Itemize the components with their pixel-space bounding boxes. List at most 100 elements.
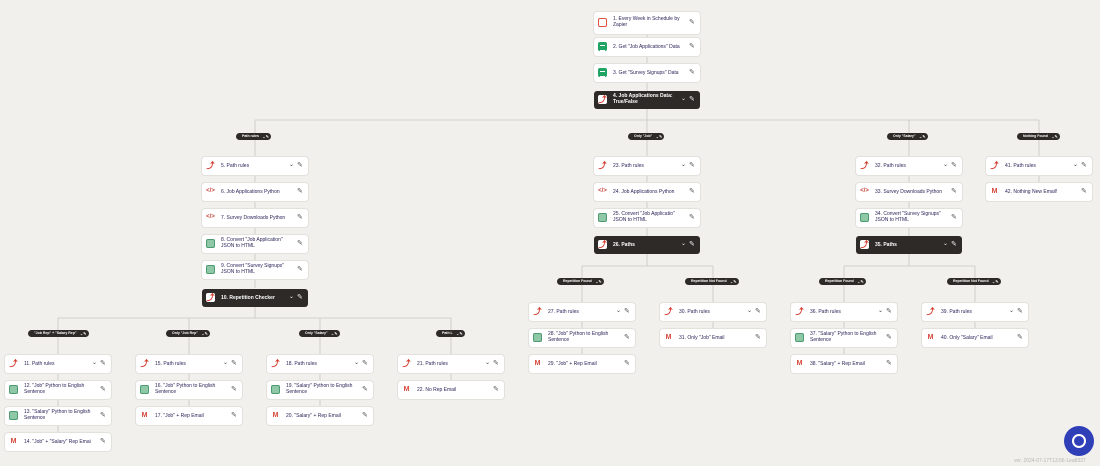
edit-pencil-icon[interactable]: ✎ <box>689 214 695 221</box>
step-14[interactable]: M 14. "Job" + "Salary" Rep Email ✎ <box>5 433 111 451</box>
chevron-pencil-icon[interactable]: ⌄✎ <box>729 279 737 284</box>
chevron-down-icon[interactable]: ⌄ <box>680 162 686 168</box>
edit-pencil-icon[interactable]: ✎ <box>231 412 237 419</box>
edit-pencil-icon[interactable]: ✎ <box>689 19 695 26</box>
edit-pencil-icon[interactable]: ✎ <box>297 240 303 247</box>
chevron-down-icon[interactable]: ⌄ <box>288 294 294 300</box>
step-29[interactable]: M 29. "Job" + Rep Email ✎ <box>529 355 635 373</box>
step-38[interactable]: M 38. "Salary" + Rep Email ✎ <box>791 355 897 373</box>
step-17[interactable]: M 17. "Job" + Rep Email ✎ <box>136 407 242 425</box>
step-40[interactable]: M 40. Only "Salary" Email ✎ <box>922 329 1028 347</box>
chevron-down-icon[interactable]: ⌄ <box>680 96 686 102</box>
chevron-down-icon[interactable]: ⌄ <box>877 308 883 314</box>
chevron-pencil-icon[interactable]: ⌄✎ <box>456 331 463 336</box>
step-36[interactable]: ⤴ 36. Path rules ⌄ ✎ <box>791 303 897 321</box>
edit-pencil-icon[interactable]: ✎ <box>624 334 630 341</box>
edit-pencil-icon[interactable]: ✎ <box>100 386 106 393</box>
edit-pencil-icon[interactable]: ✎ <box>100 360 106 367</box>
edit-pencil-icon[interactable]: ✎ <box>100 412 106 419</box>
edit-pencil-icon[interactable]: ✎ <box>886 308 892 315</box>
edit-pencil-icon[interactable]: ✎ <box>362 412 368 419</box>
edit-pencil-icon[interactable]: ✎ <box>231 386 237 393</box>
edit-pencil-icon[interactable]: ✎ <box>951 214 957 221</box>
step-1[interactable]: 1. Every Week in Schedule by Zapier ✎ <box>594 12 700 34</box>
chevron-pencil-icon[interactable]: ⌄✎ <box>1051 134 1058 139</box>
branch-pill[interactable]: Repetition Not Found⌄✎ <box>947 278 1001 285</box>
step-30[interactable]: ⤴ 30. Path rules ⌄ ✎ <box>660 303 766 321</box>
edit-pencil-icon[interactable]: ✎ <box>689 188 695 195</box>
step-6[interactable]: </> 6. Job Applications Python ✎ <box>202 183 308 201</box>
branch-pill[interactable]: Repetition Found⌄✎ <box>557 278 604 285</box>
step-28[interactable]: 28. "Job" Python to English Sentence ✎ <box>529 329 635 347</box>
step-32[interactable]: ⤴ 32. Path rules ⌄ ✎ <box>856 157 962 175</box>
branch-pill[interactable]: Only "Job"⌄✎ <box>628 133 665 140</box>
step-33[interactable]: </> 33. Survey Downloads Python ✎ <box>856 183 962 201</box>
step-7[interactable]: </> 7. Survey Downloads Python ✎ <box>202 209 308 227</box>
step-2[interactable]: 2. Get "Job Applications" Data ✎ <box>594 38 700 56</box>
step-31[interactable]: M 31. Only "Job" Email ✎ <box>660 329 766 347</box>
chevron-down-icon[interactable]: ⌄ <box>222 360 228 366</box>
chevron-pencil-icon[interactable]: ⌄✎ <box>918 134 926 139</box>
edit-pencil-icon[interactable]: ✎ <box>362 386 368 393</box>
chevron-down-icon[interactable]: ⌄ <box>1072 162 1078 168</box>
branch-pill[interactable]: Only "Job Rep"⌄✎ <box>166 330 210 337</box>
edit-pencil-icon[interactable]: ✎ <box>297 188 303 195</box>
branch-pill[interactable]: Path L⌄✎ <box>436 330 465 337</box>
step-16[interactable]: 16. "Job" Python to English Sentence ✎ <box>136 381 242 399</box>
chevron-down-icon[interactable]: ⌄ <box>746 308 752 314</box>
edit-pencil-icon[interactable]: ✎ <box>689 162 695 169</box>
chevron-down-icon[interactable]: ⌄ <box>353 360 359 366</box>
step-9[interactable]: 9. Convert "Survey Signups" JSON to HTML… <box>202 261 308 279</box>
edit-pencil-icon[interactable]: ✎ <box>755 308 761 315</box>
branch-pill[interactable]: "Job Rep" + "Salary Rep"⌄✎ <box>28 330 89 337</box>
chevron-down-icon[interactable]: ⌄ <box>1008 308 1014 314</box>
edit-pencil-icon[interactable]: ✎ <box>755 334 761 341</box>
step-18[interactable]: ⤴ 18. Path rules ⌄ ✎ <box>267 355 373 373</box>
edit-pencil-icon[interactable]: ✎ <box>624 360 630 367</box>
step-41[interactable]: ⤴ 41. Path rules ⌄ ✎ <box>986 157 1092 175</box>
branch-pill[interactable]: Repetition Found⌄✎ <box>819 278 866 285</box>
step-20[interactable]: M 20. "Salary" + Rep Email ✎ <box>267 407 373 425</box>
step-8[interactable]: 8. Convert "Job Application" JSON to HTM… <box>202 235 308 253</box>
chevron-pencil-icon[interactable]: ⌄✎ <box>655 134 663 139</box>
step-3[interactable]: 3. Get "Survey Signups" Data ✎ <box>594 64 700 82</box>
chevron-pencil-icon[interactable]: ⌄✎ <box>595 279 602 284</box>
edit-pencil-icon[interactable]: ✎ <box>689 69 695 76</box>
edit-pencil-icon[interactable]: ✎ <box>951 162 957 169</box>
edit-pencil-icon[interactable]: ✎ <box>493 386 499 393</box>
edit-pencil-icon[interactable]: ✎ <box>1081 162 1087 169</box>
chevron-down-icon[interactable]: ⌄ <box>942 162 948 168</box>
edit-pencil-icon[interactable]: ✎ <box>689 96 695 103</box>
step-21[interactable]: ⤴ 21. Path rules ⌄ ✎ <box>398 355 504 373</box>
chevron-pencil-icon[interactable]: ⌄✎ <box>330 331 338 336</box>
step-10[interactable]: ⤴ 10. Repetition Checker ⌄ ✎ <box>202 289 308 307</box>
branch-pill[interactable]: Path rules⌄✎ <box>236 133 271 140</box>
chevron-down-icon[interactable]: ⌄ <box>484 360 490 366</box>
edit-pencil-icon[interactable]: ✎ <box>297 294 303 301</box>
edit-pencil-icon[interactable]: ✎ <box>886 360 892 367</box>
edit-pencil-icon[interactable]: ✎ <box>689 43 695 50</box>
step-15[interactable]: ⤴ 15. Path rules ⌄ ✎ <box>136 355 242 373</box>
step-26[interactable]: ⤴ 26. Paths ⌄ ✎ <box>594 236 700 254</box>
branch-pill[interactable]: Nothing Found⌄✎ <box>1017 133 1060 140</box>
branch-pill[interactable]: Repetition Not Found⌄✎ <box>685 278 739 285</box>
chevron-down-icon[interactable]: ⌄ <box>91 360 97 366</box>
chevron-down-icon[interactable]: ⌄ <box>942 241 948 247</box>
step-42[interactable]: M 42. Nothing New Email! ✎ <box>986 183 1092 201</box>
edit-pencil-icon[interactable]: ✎ <box>297 266 303 273</box>
step-13[interactable]: 13. "Salary" Python to English Sentence … <box>5 407 111 425</box>
step-24[interactable]: </> 24. Job Applications Python ✎ <box>594 183 700 201</box>
edit-pencil-icon[interactable]: ✎ <box>297 214 303 221</box>
step-25[interactable]: 25. Convert "Job Applicatio" JSON to HTM… <box>594 209 700 227</box>
edit-pencil-icon[interactable]: ✎ <box>951 241 957 248</box>
step-12[interactable]: 12. "Job" Python to English Sentence ✎ <box>5 381 111 399</box>
chevron-pencil-icon[interactable]: ⌄✎ <box>201 331 208 336</box>
chevron-pencil-icon[interactable]: ⌄✎ <box>857 279 864 284</box>
step-22[interactable]: M 22. No Rep Email ✎ <box>398 381 504 399</box>
edit-pencil-icon[interactable]: ✎ <box>1081 188 1087 195</box>
edit-pencil-icon[interactable]: ✎ <box>1017 334 1023 341</box>
chevron-down-icon[interactable]: ⌄ <box>680 241 686 247</box>
step-37[interactable]: 37. "Salary" Python to English Sentence … <box>791 329 897 347</box>
step-23[interactable]: ⤴ 23. Path rules ⌄ ✎ <box>594 157 700 175</box>
